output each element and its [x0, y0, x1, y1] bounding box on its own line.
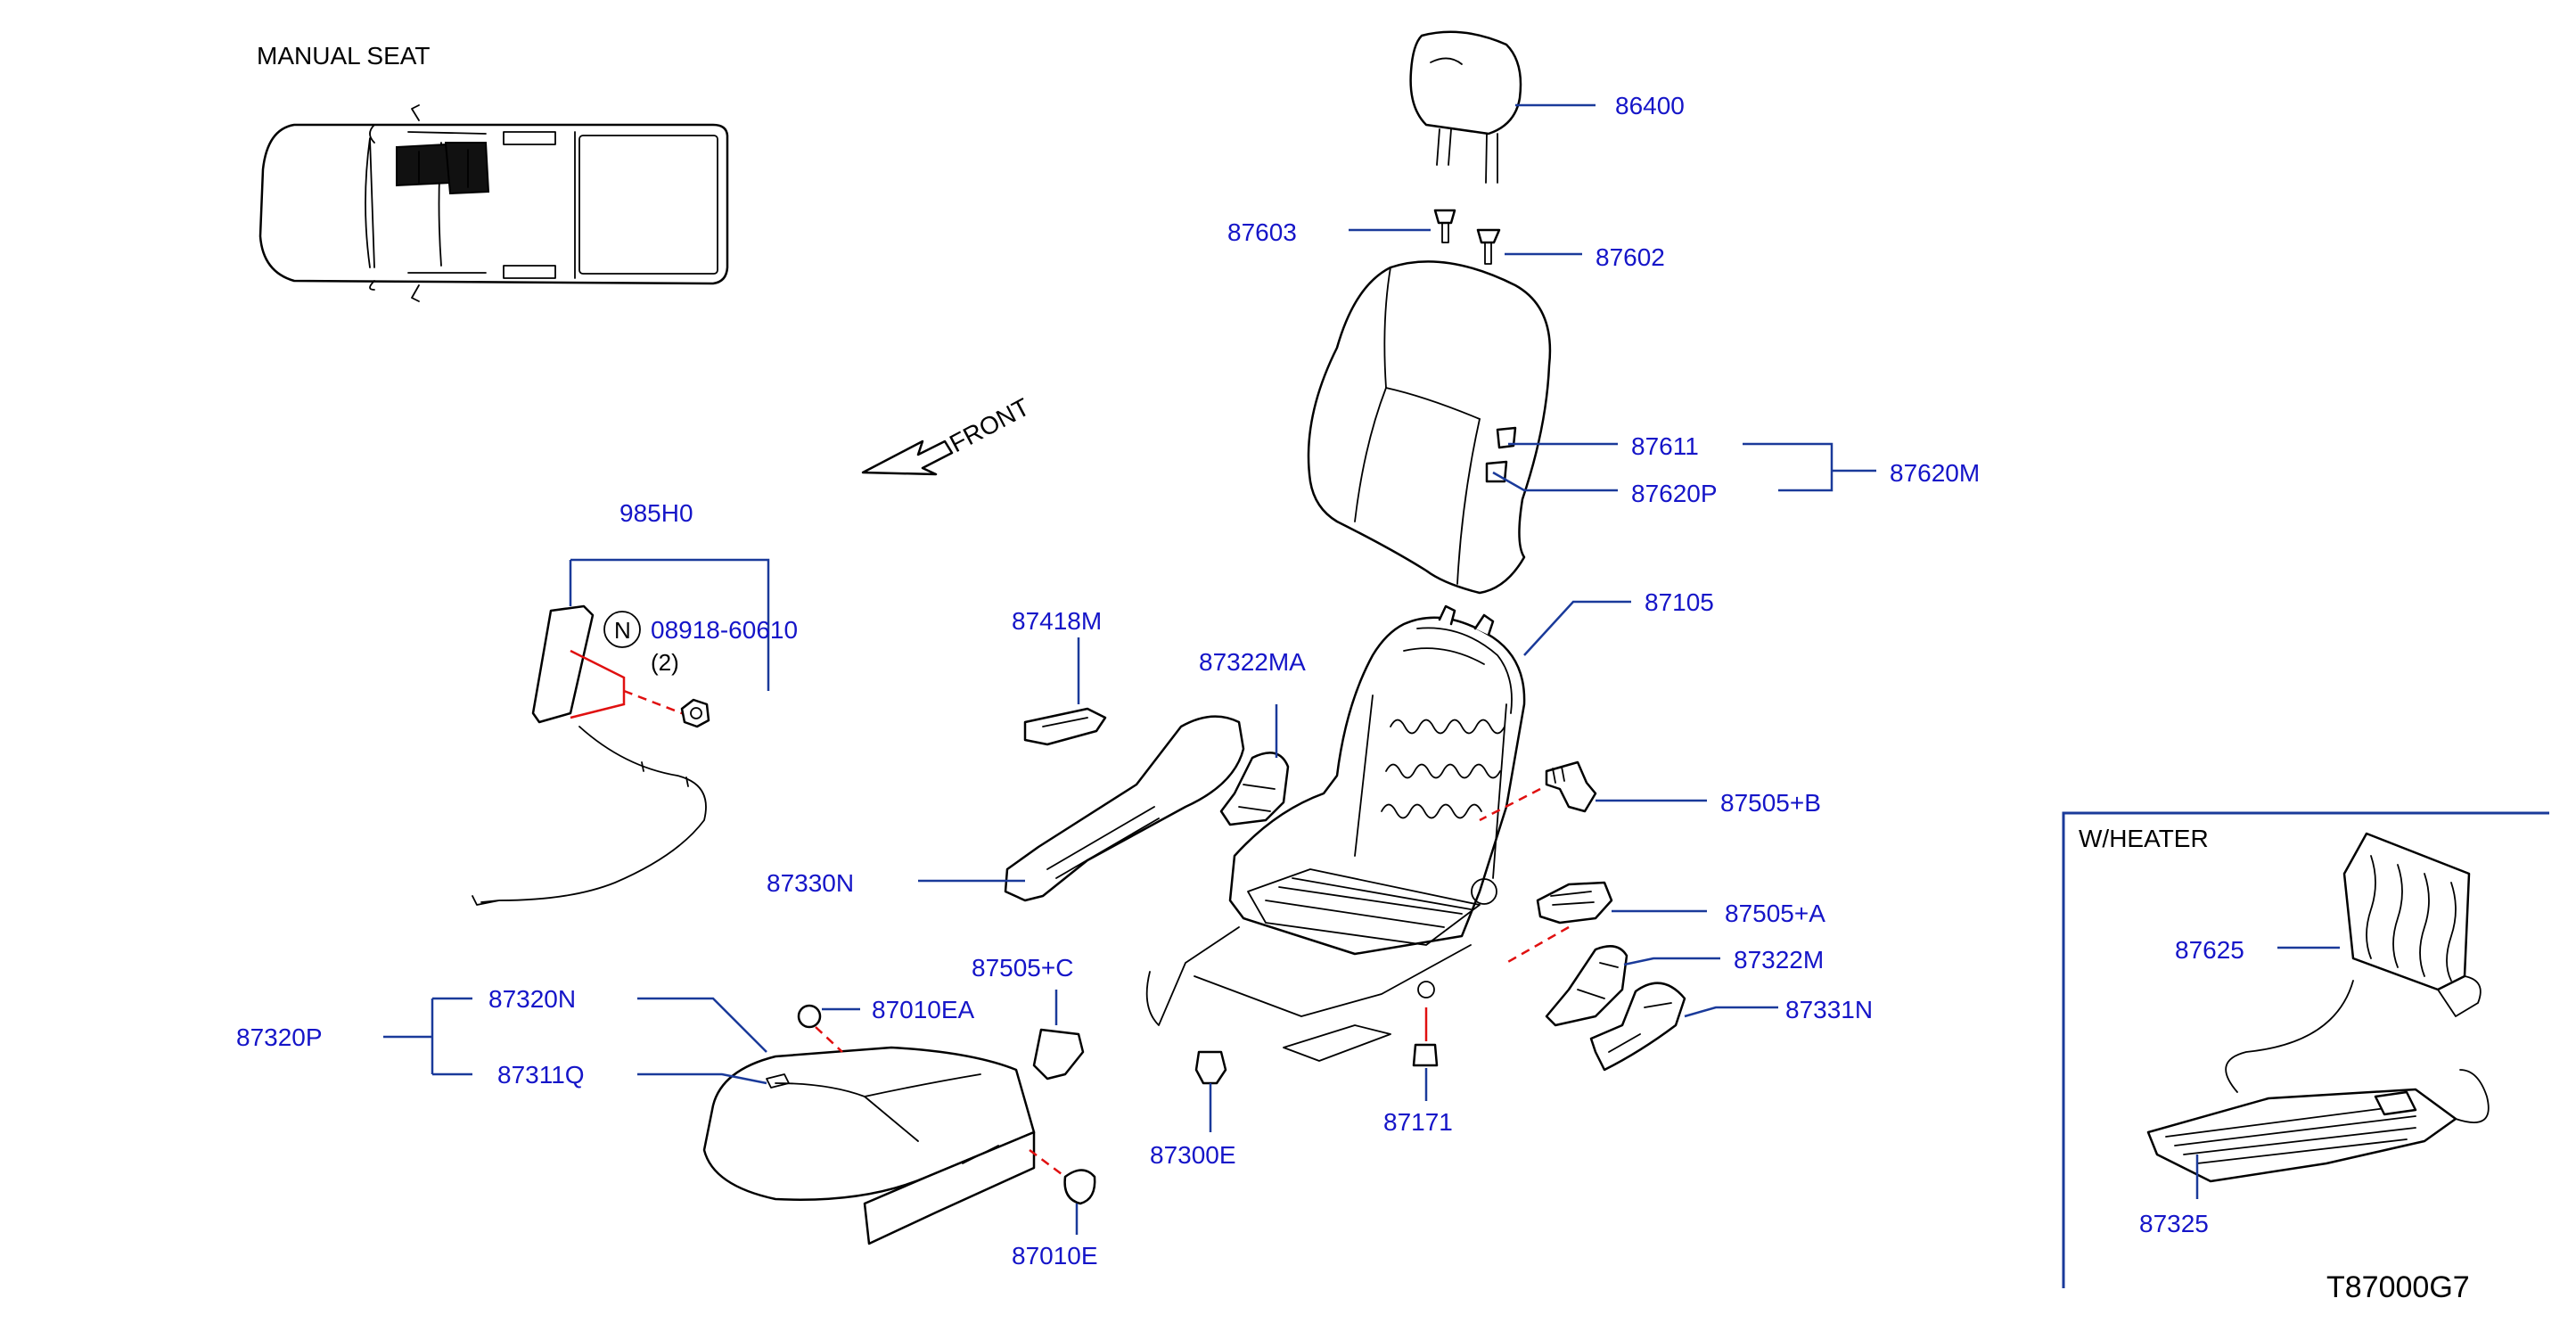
view-label: MANUAL SEAT [257, 42, 430, 70]
cushion-heater-87325 [2146, 1069, 2490, 1183]
label-87300e: 87300E [1150, 1141, 1236, 1169]
vehicle-top-view: MANUAL SEAT [257, 42, 729, 302]
label-87171: 87171 [1383, 1108, 1453, 1136]
label-87611: 87611 [1631, 432, 1699, 460]
front-arrow: FRONT [861, 393, 1034, 476]
side-cover-87331n [1589, 982, 1686, 1072]
label-87105: 87105 [1645, 588, 1714, 616]
label-87311q: 87311Q [497, 1061, 585, 1089]
label-87320n: 87320N [488, 985, 576, 1013]
nut-08918 [680, 698, 710, 728]
recliner-cover-87322ma [1219, 752, 1290, 826]
inset-label: W/HEATER [2079, 825, 2209, 852]
label-87505b: 87505+B [1720, 789, 1821, 817]
diagram-code: T87000G7 [2326, 1270, 2470, 1304]
trim-clip-87505b [1545, 760, 1597, 813]
seat-back-trim [1307, 260, 1552, 595]
headrest [1409, 30, 1522, 184]
front-label: FRONT [945, 393, 1034, 458]
recliner-cover-87322m [1545, 945, 1628, 1027]
label-87322ma: 87322MA [1199, 648, 1306, 676]
label-87322m: 87322M [1734, 946, 1824, 974]
label-87325: 87325 [2139, 1210, 2209, 1237]
trim-87418m [1023, 707, 1107, 746]
label-87330n: 87330N [767, 869, 854, 897]
qty-note: (2) [651, 649, 679, 676]
label-87603: 87603 [1227, 218, 1297, 246]
label-08918: 08918-60610 [651, 616, 798, 644]
clip-87300e [1194, 1050, 1227, 1085]
back-heater-87625 [2225, 832, 2482, 1093]
headrest-guide-87602 [1476, 228, 1501, 265]
nut-symbol-circle [603, 611, 641, 648]
trim-clip-87505c [1032, 1028, 1085, 1081]
knob-87171 [1412, 1007, 1439, 1067]
label-87505c: 87505+C [972, 954, 1073, 982]
trim-clip-87505a [1536, 881, 1613, 924]
label-87625: 87625 [2175, 936, 2244, 964]
occupant-sensor-985h0 [472, 604, 707, 906]
seat-cushion-trim [702, 1046, 1036, 1245]
heater-inset-border [2062, 811, 2549, 1288]
label-87505a: 87505+A [1725, 900, 1825, 927]
clip-87010e [1029, 1149, 1096, 1205]
headrest-guide-87603 [1433, 209, 1456, 243]
label-87010e: 87010E [1012, 1242, 1098, 1270]
nut-symbol: N [614, 617, 631, 644]
label-87331n: 87331N [1785, 996, 1873, 1023]
label-87620P: 87620P [1631, 480, 1718, 507]
clip-87010ea [797, 1004, 843, 1053]
seat-frame [1145, 604, 1526, 1062]
label-87620M: 87620M [1890, 459, 1980, 487]
side-finisher-87330n [1004, 715, 1245, 902]
label-87010ea: 87010EA [872, 996, 975, 1023]
label-86400: 86400 [1615, 92, 1685, 119]
label-87418m: 87418M [1012, 607, 1102, 635]
label-985h0: 985H0 [619, 499, 693, 527]
label-87602: 87602 [1596, 243, 1665, 271]
label-87320p: 87320P [236, 1023, 323, 1051]
